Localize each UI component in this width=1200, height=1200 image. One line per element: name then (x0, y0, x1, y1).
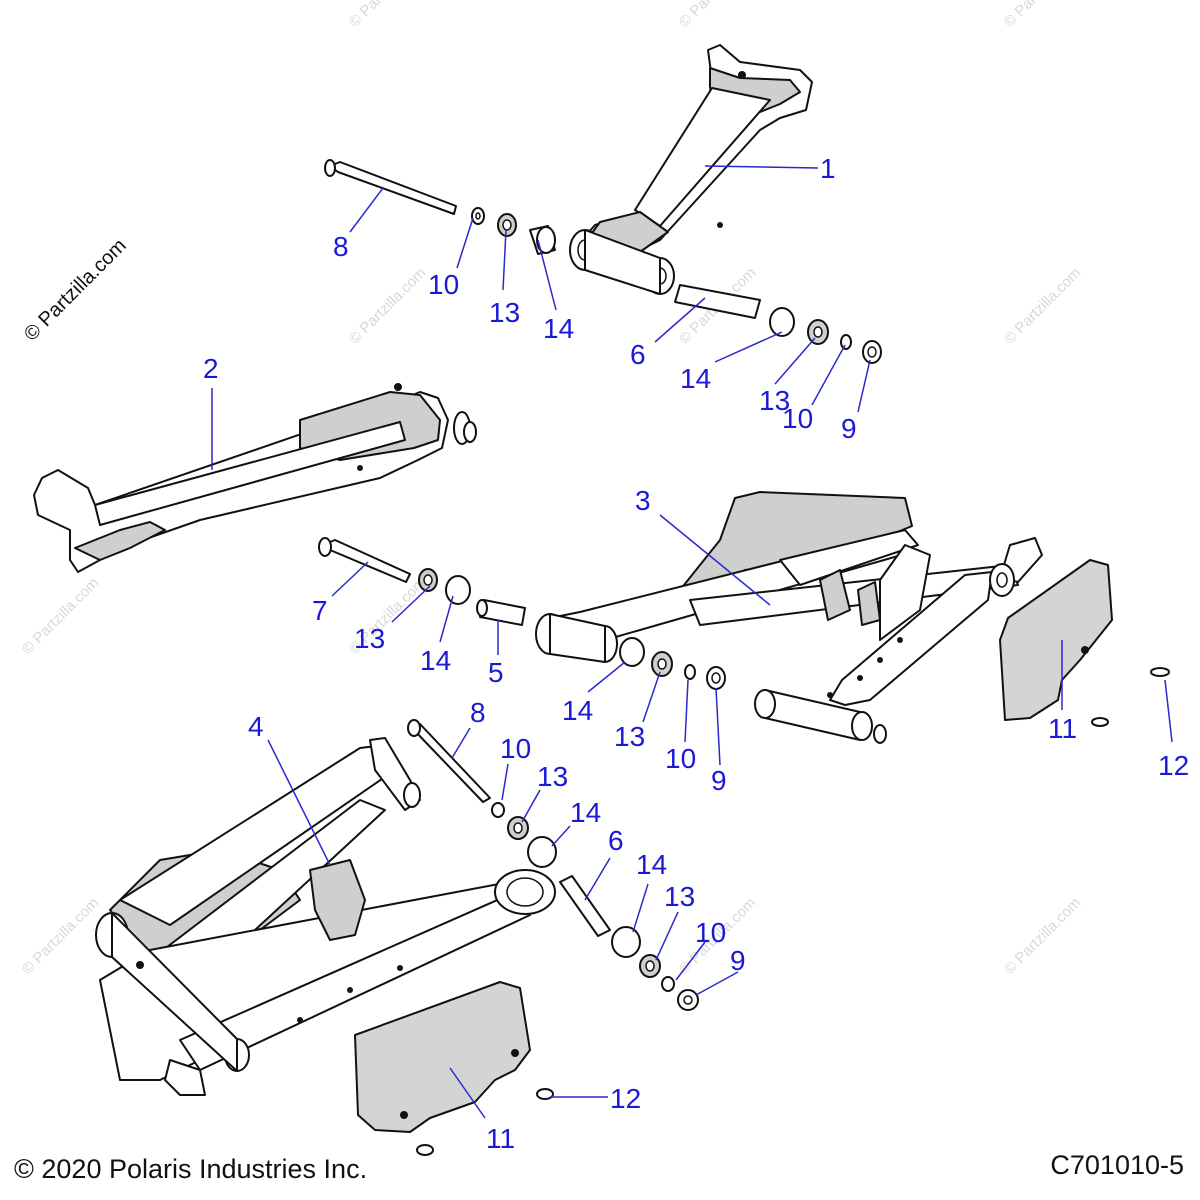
callout-14: 14 (420, 645, 451, 676)
watermark-tile: © Partzilla.com (1001, 0, 1084, 31)
part-3-cross-frame (535, 491, 1043, 744)
leader-lines (211, 165, 1173, 1119)
callout-4: 4 (248, 711, 264, 742)
callout-14: 14 (570, 797, 601, 828)
watermark-tile: © Partzilla.com (19, 574, 102, 657)
callout-9: 9 (711, 765, 727, 796)
callout-10: 10 (782, 403, 813, 434)
callout-10: 10 (500, 733, 531, 764)
callout-8: 8 (333, 231, 349, 262)
part-11-plates (354, 559, 1113, 1133)
callout-11: 11 (1048, 713, 1077, 744)
part-12-fasteners (416, 667, 1170, 1156)
callout-13: 13 (759, 385, 790, 416)
callout-6: 6 (630, 339, 646, 370)
callout-14: 14 (543, 313, 574, 344)
part-4-cross-frame (95, 737, 556, 1096)
callout-14: 14 (680, 363, 711, 394)
callout-13: 13 (537, 761, 568, 792)
callout-5: 5 (488, 657, 504, 688)
bolt-8-upper (329, 161, 457, 215)
callout-1: 1 (820, 153, 836, 184)
callout-labels: 1 2 3 4 5 6 6 7 8 8 9 9 9 10 10 10 10 10… (203, 153, 1189, 1154)
copyright-notice: © 2020 Polaris Industries Inc. (14, 1154, 368, 1184)
callout-2: 2 (203, 353, 219, 384)
watermark-tile: © Partzilla.com (676, 0, 759, 31)
callout-11: 11 (486, 1123, 515, 1154)
callout-13: 13 (664, 881, 695, 912)
callout-10: 10 (665, 743, 696, 774)
watermark-tile: © Partzilla.com (346, 264, 429, 347)
watermark-tile: © Partzilla.com (346, 0, 429, 31)
callout-12: 12 (1158, 750, 1189, 781)
callout-9: 9 (841, 413, 857, 444)
watermark-tile: © Partzilla.com (19, 894, 102, 977)
part-2-lower-arm (33, 383, 477, 573)
drawing-code: C701010-5 (1050, 1150, 1184, 1180)
callout-14: 14 (562, 695, 593, 726)
watermark-tile: © Partzilla.com (1001, 264, 1084, 347)
callout-6: 6 (608, 825, 624, 856)
callout-3: 3 (635, 485, 651, 516)
side-watermark: © Partzilla.com (20, 235, 131, 346)
callout-7: 7 (312, 595, 328, 626)
callout-13: 13 (489, 297, 520, 328)
callout-10: 10 (695, 917, 726, 948)
callout-13: 13 (354, 623, 385, 654)
callout-13: 13 (614, 721, 645, 752)
part-1-upper-arm (569, 44, 813, 295)
callout-10: 10 (428, 269, 459, 300)
callout-14: 14 (636, 849, 667, 880)
callout-9: 9 (730, 945, 746, 976)
watermark-tile: © Partzilla.com (1001, 894, 1084, 977)
callout-8: 8 (470, 697, 486, 728)
hardware (318, 159, 882, 1011)
callout-12: 12 (610, 1083, 641, 1114)
